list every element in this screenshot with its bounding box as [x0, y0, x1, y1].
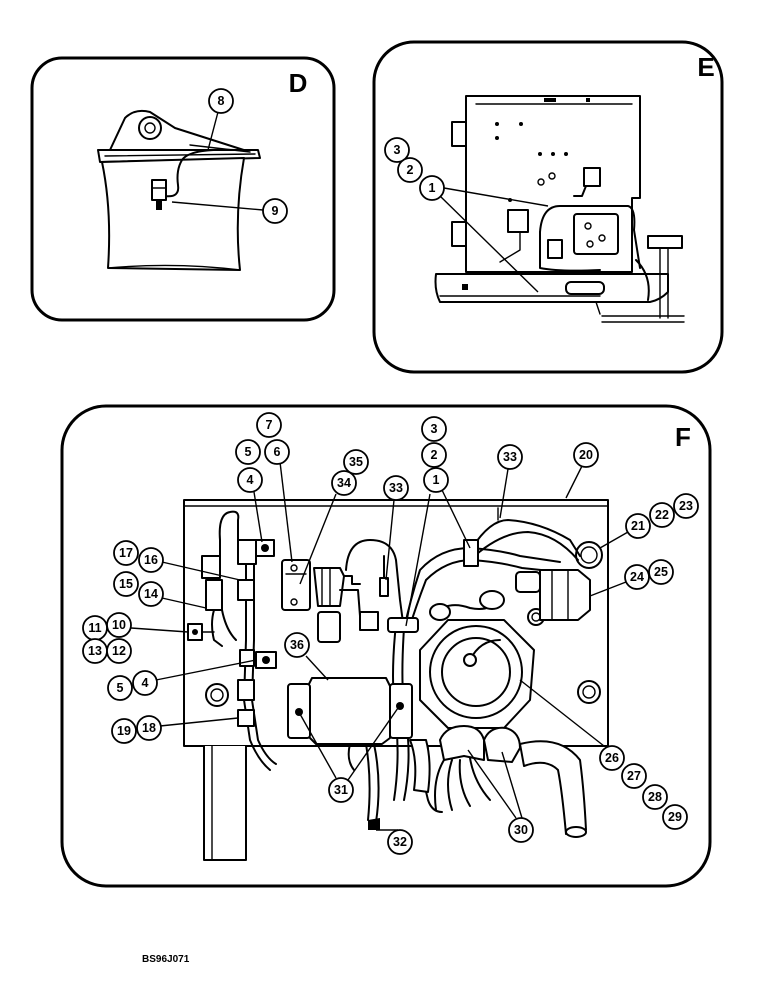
- svg-text:3: 3: [431, 422, 438, 436]
- callout-9: 9: [171, 198, 288, 224]
- callout-28: 28: [642, 784, 668, 810]
- svg-text:12: 12: [112, 644, 126, 658]
- detail-panel-d: D 8 9: [30, 56, 336, 322]
- callout-5-lower: 5: [107, 675, 133, 701]
- svg-text:25: 25: [654, 565, 668, 579]
- mounting-plate-drawing: [183, 499, 609, 861]
- panel-d-letter: D: [289, 68, 308, 98]
- svg-text:4: 4: [142, 676, 149, 690]
- callout-21: 21: [599, 513, 651, 549]
- svg-text:5: 5: [117, 681, 124, 695]
- svg-text:16: 16: [144, 553, 158, 567]
- callout-33-left: 33: [383, 475, 409, 581]
- callout-1-f: 1: [405, 467, 471, 627]
- svg-text:13: 13: [88, 644, 102, 658]
- svg-text:8: 8: [218, 94, 225, 108]
- svg-text:22: 22: [655, 508, 669, 522]
- svg-text:15: 15: [119, 577, 133, 591]
- callout-15: 15: [113, 571, 139, 597]
- callout-22: 22: [649, 502, 675, 528]
- svg-text:17: 17: [119, 546, 133, 560]
- callout-32: 32: [376, 829, 413, 855]
- svg-text:33: 33: [389, 481, 403, 495]
- callout-7: 7: [256, 412, 282, 438]
- panel-f-letter: F: [675, 422, 691, 452]
- callout-3: 3: [384, 137, 410, 163]
- detail-panel-e: E: [372, 40, 724, 374]
- svg-text:27: 27: [627, 769, 641, 783]
- callout-6: 6: [264, 439, 293, 563]
- cab-side-view-drawing: [434, 95, 685, 323]
- callout-12: 12: [106, 638, 132, 664]
- detail-panel-f: F: [60, 404, 712, 888]
- svg-text:7: 7: [266, 418, 273, 432]
- callout-8: 8: [207, 88, 234, 151]
- callout-24: 24: [589, 564, 650, 597]
- svg-text:11: 11: [88, 621, 101, 635]
- svg-text:21: 21: [631, 519, 645, 533]
- svg-text:1: 1: [429, 181, 436, 195]
- callout-20: 20: [565, 442, 599, 499]
- callout-26: 26: [519, 679, 625, 771]
- svg-text:14: 14: [144, 587, 158, 601]
- callout-1: 1: [419, 175, 549, 293]
- svg-text:10: 10: [112, 618, 126, 632]
- svg-text:5: 5: [245, 445, 252, 459]
- callout-34: 34: [299, 470, 357, 585]
- callout-27: 27: [621, 763, 647, 789]
- svg-text:26: 26: [605, 751, 619, 765]
- callout-3-f: 3: [421, 416, 447, 442]
- svg-text:30: 30: [514, 823, 528, 837]
- callout-25: 25: [648, 559, 674, 585]
- callout-31: 31: [299, 707, 399, 803]
- svg-text:2: 2: [431, 448, 438, 462]
- callout-14: 14: [138, 581, 207, 609]
- callout-4-upper: 4: [237, 467, 263, 543]
- callout-23: 23: [673, 493, 699, 519]
- callout-33-right: 33: [497, 444, 523, 519]
- callout-35: 35: [343, 449, 369, 475]
- boom-bracket-drawing: [97, 109, 261, 271]
- svg-text:35: 35: [349, 455, 363, 469]
- svg-text:3: 3: [394, 143, 401, 157]
- svg-text:32: 32: [393, 835, 407, 849]
- svg-text:9: 9: [272, 204, 279, 218]
- svg-text:28: 28: [648, 790, 662, 804]
- callout-10: 10: [106, 612, 189, 638]
- callout-4-lower: 4: [132, 659, 257, 696]
- callout-2: 2: [397, 157, 423, 183]
- callout-19: 19: [111, 718, 137, 744]
- panel-e-letter: E: [697, 52, 714, 82]
- svg-text:23: 23: [679, 499, 693, 513]
- callout-16: 16: [138, 547, 241, 581]
- callout-30: 30: [467, 749, 534, 843]
- svg-text:36: 36: [290, 638, 304, 652]
- svg-text:34: 34: [337, 476, 351, 490]
- svg-text:4: 4: [247, 473, 254, 487]
- svg-text:1: 1: [433, 473, 440, 487]
- callout-18: 18: [136, 715, 239, 741]
- figure-code: BS96J071: [142, 954, 190, 965]
- svg-text:18: 18: [142, 721, 156, 735]
- svg-text:20: 20: [579, 448, 593, 462]
- callout-11: 11: [82, 615, 108, 641]
- callout-17: 17: [113, 540, 139, 566]
- svg-text:24: 24: [630, 570, 644, 584]
- svg-text:19: 19: [117, 724, 131, 738]
- svg-text:2: 2: [407, 163, 414, 177]
- svg-text:29: 29: [668, 810, 682, 824]
- svg-text:31: 31: [334, 783, 348, 797]
- callout-36: 36: [284, 632, 329, 681]
- callout-13: 13: [82, 638, 108, 664]
- svg-text:33: 33: [503, 450, 517, 464]
- callout-29: 29: [662, 804, 688, 830]
- svg-text:6: 6: [274, 445, 281, 459]
- callout-2-f: 2: [421, 442, 447, 468]
- callout-5-upper: 5: [235, 439, 261, 465]
